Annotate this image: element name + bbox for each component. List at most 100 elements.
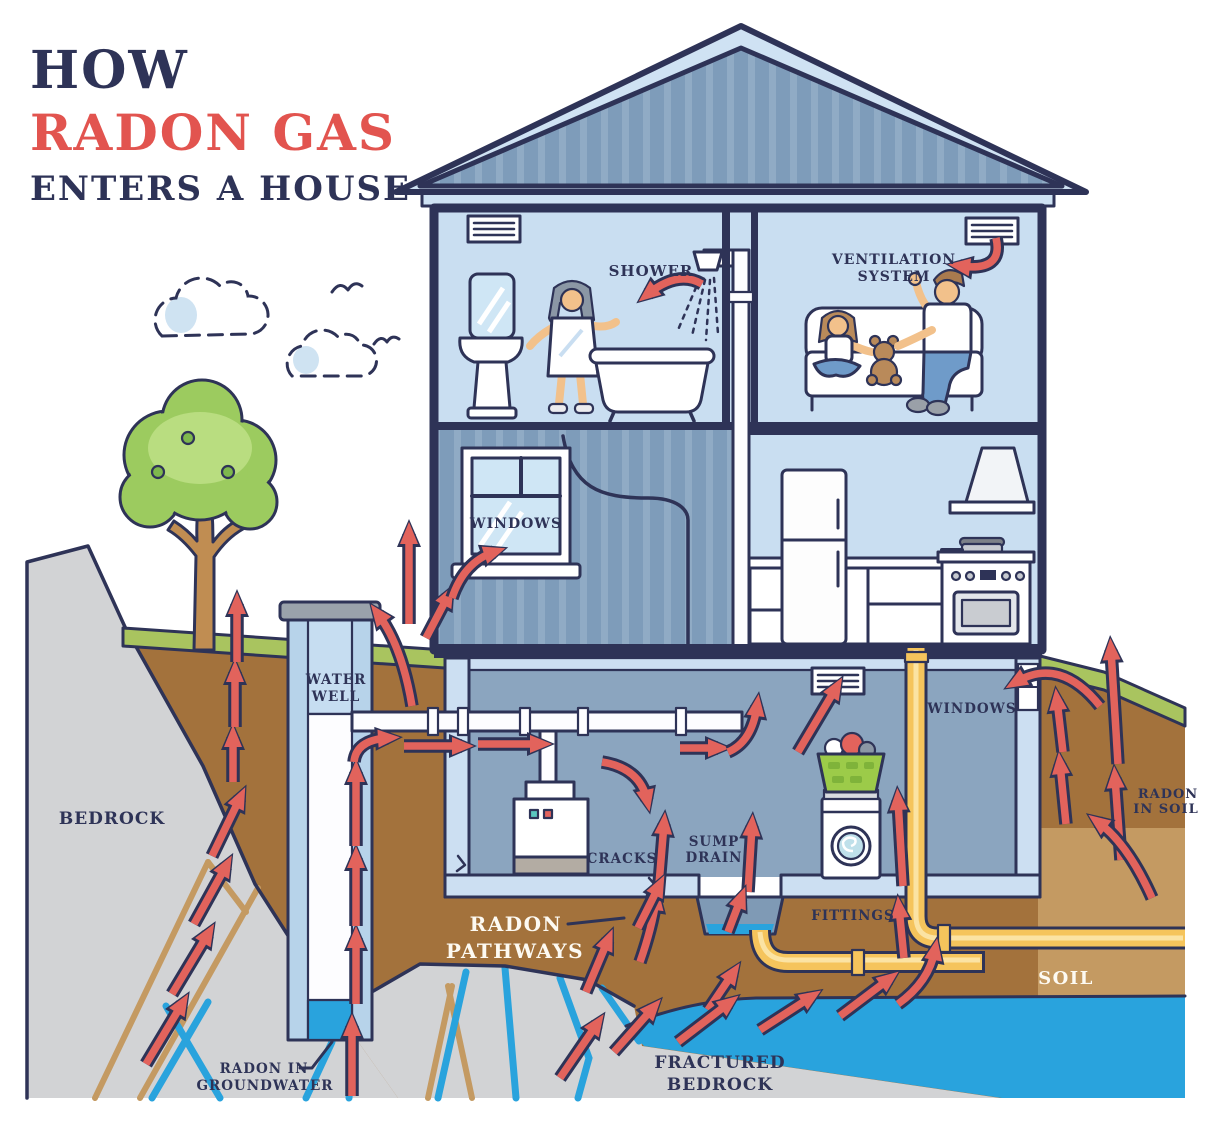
label-sump-drain-1: SUMP xyxy=(689,834,740,850)
clouds xyxy=(153,276,401,378)
label-ventilation-2: SYSTEM xyxy=(858,269,931,285)
rock-crack xyxy=(445,983,475,1101)
label-windows-first-floor: WINDOWS xyxy=(469,516,562,532)
stove-icon xyxy=(936,550,1036,646)
water-heater-icon xyxy=(512,780,590,876)
cloud-icon xyxy=(153,276,270,338)
man-jeans xyxy=(921,350,973,406)
bedrock-hill xyxy=(27,546,398,1098)
towel xyxy=(546,316,600,378)
radon-arrow xyxy=(895,938,942,1008)
water-vein xyxy=(434,968,470,1102)
rock-crack xyxy=(137,885,261,1101)
label-ventilation-1: VENTILATION xyxy=(831,252,956,268)
radon-arrow xyxy=(837,971,899,1019)
label-cracks: CRACKS xyxy=(587,851,658,867)
radon-arrow xyxy=(142,993,189,1066)
radon-arrow xyxy=(350,729,400,763)
radon-arrow xyxy=(634,875,665,930)
leader-lines xyxy=(298,916,626,1070)
radon-arrow xyxy=(794,677,843,754)
cloud-icon xyxy=(285,328,379,378)
water-vein xyxy=(302,1038,336,1102)
fractured-outline xyxy=(335,962,636,1014)
vent-icon xyxy=(466,214,522,244)
radon-arrow xyxy=(1005,669,1103,709)
radon-arrow xyxy=(370,604,416,707)
label-bedrock: BEDROCK xyxy=(59,809,166,829)
label-fractured-bedrock-1: FRACTURED xyxy=(654,1053,785,1073)
well-cap xyxy=(278,600,382,622)
label-windows-basement: WINDOWS xyxy=(926,701,1016,717)
leaf-icon xyxy=(150,464,166,480)
first-floor-window xyxy=(450,446,582,580)
title-line-1: HOW xyxy=(30,40,189,101)
tree-foliage xyxy=(118,378,279,531)
label-radon-pathways-2: PATHWAYS xyxy=(446,939,584,963)
basement xyxy=(350,648,1185,977)
label-shower: SHOWER xyxy=(609,262,694,280)
fractured-bedrock-mass xyxy=(337,964,1000,1098)
radon-arrow xyxy=(448,546,506,600)
radon-arrow xyxy=(675,995,739,1045)
kitchen xyxy=(744,446,1036,646)
label-radon-pathways-1: RADON xyxy=(470,912,563,936)
living-room xyxy=(804,216,1020,417)
title-line-2: RADON GAS xyxy=(30,103,396,162)
radon-arrow xyxy=(1052,752,1070,825)
radon-arrow xyxy=(891,896,909,959)
water-pipes xyxy=(350,706,744,789)
man-figure xyxy=(894,269,973,417)
laundry-basket-icon xyxy=(816,731,886,794)
bathtub-icon xyxy=(588,347,716,423)
roof-siding xyxy=(417,45,1065,189)
pedestal-sink-icon xyxy=(458,336,524,420)
radon-arrow xyxy=(742,814,761,893)
label-water-well-2: WELL xyxy=(311,689,360,705)
pipe-collar xyxy=(850,948,866,977)
pipe-collar xyxy=(727,290,755,304)
house xyxy=(393,23,1089,726)
radon-arrow xyxy=(948,237,1001,277)
radon-arrow xyxy=(582,928,613,994)
label-radon-in-soil-2: IN SOIL xyxy=(1133,802,1198,817)
house-outer-wall xyxy=(429,203,1047,655)
fridge-icon xyxy=(780,468,848,646)
divider-wall-right xyxy=(751,208,758,424)
tree xyxy=(118,378,279,652)
room-divider-wall xyxy=(722,208,730,424)
pipe-collar xyxy=(936,923,952,954)
radon-arrow xyxy=(601,758,654,812)
radon-arrow xyxy=(1049,688,1068,753)
radon-arrow xyxy=(726,694,765,756)
teddy-bear-icon xyxy=(865,334,903,387)
bird-icon xyxy=(372,335,401,346)
title-line-3: ENTERS A HOUSE xyxy=(30,169,411,209)
water-vein xyxy=(501,964,520,1102)
water-well xyxy=(278,600,382,1042)
pipe-collar xyxy=(903,650,930,664)
washing-machine-icon xyxy=(820,788,882,880)
label-radon-groundwater-1: RADON IN xyxy=(220,1061,309,1077)
woman-figure xyxy=(526,279,620,415)
leaf-icon xyxy=(220,464,236,480)
radon-arrow xyxy=(1102,638,1122,765)
leaf-icon xyxy=(180,430,196,446)
girl-figure xyxy=(812,309,876,378)
labels-layer: HOW RADON GAS ENTERS A HOUSE SHOWER VENT… xyxy=(30,40,1198,1095)
radon-pathways-leader xyxy=(566,916,626,926)
stair-wall-curve xyxy=(561,434,690,648)
radon-arrows xyxy=(140,236,1159,1096)
radon-arrow xyxy=(757,990,822,1034)
label-fractured-bedrock-2: BEDROCK xyxy=(667,1075,774,1095)
middle-floor xyxy=(438,430,1036,648)
groundwater-leader xyxy=(298,1040,334,1070)
radon-arrow xyxy=(208,787,246,858)
slab-left xyxy=(443,873,701,899)
girl-jeans xyxy=(812,358,862,378)
bird-icon xyxy=(330,282,364,294)
soil-tan-layer xyxy=(1038,828,1185,1000)
basement-ceiling xyxy=(467,656,1018,672)
label-radon-groundwater-2: GROUNDWATER xyxy=(197,1078,334,1094)
